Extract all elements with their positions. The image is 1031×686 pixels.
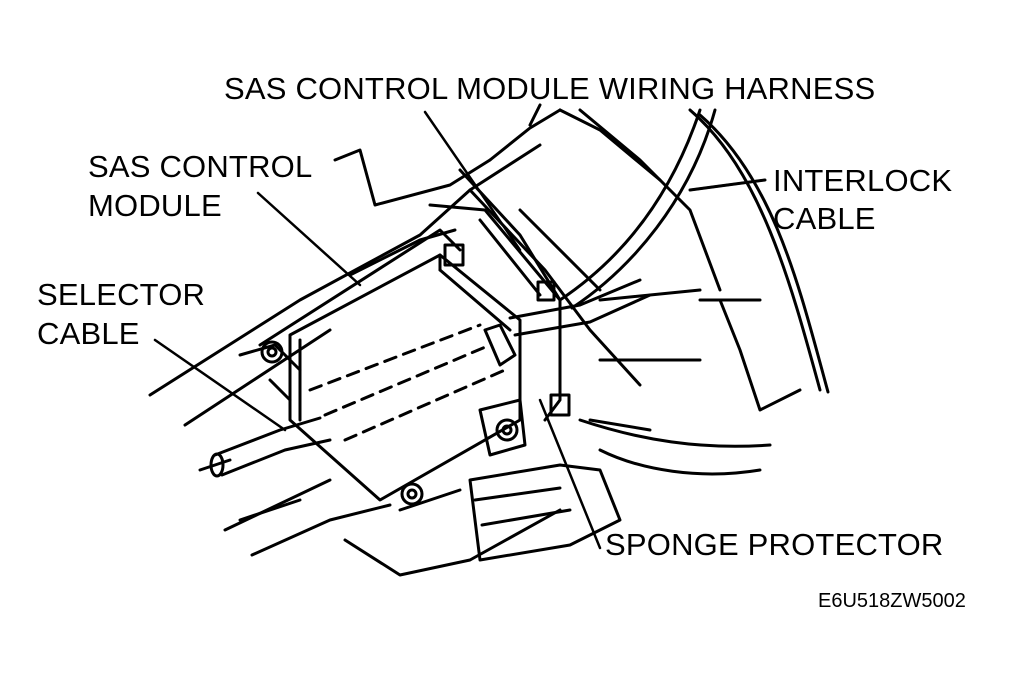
hidden-cable-path: [308, 323, 507, 442]
mounting-bolts: [260, 243, 571, 506]
selector-cable: [209, 278, 652, 532]
console-side-panel: [578, 108, 830, 476]
leader-selector-cable: [153, 338, 287, 432]
label-interlock-cable-line2: CABLE: [773, 201, 876, 236]
interlock-cable: [558, 108, 767, 310]
figure-code: E6U518ZW5002: [818, 590, 966, 612]
label-sas-control-module-line2: MODULE: [88, 188, 222, 223]
label-selector-cable-line1: SELECTOR: [37, 277, 206, 312]
label-wiring-harness: SAS CONTROL MODULE WIRING HARNESS: [224, 71, 876, 106]
leader-lines: [153, 110, 767, 550]
label-sas-control-module-line1: SAS CONTROL: [88, 149, 313, 184]
leader-sponge-protector: [538, 398, 602, 550]
label-selector-cable-line2: CABLE: [37, 316, 140, 351]
sas-control-module: [288, 228, 522, 502]
label-sponge-protector: SPONGE PROTECTOR: [605, 527, 944, 562]
lower-bracket: [398, 418, 652, 562]
leader-sas-module: [256, 191, 362, 287]
leader-interlock-cable: [688, 178, 767, 192]
leader-wiring-harness: [423, 110, 522, 252]
label-interlock-cable-line1: INTERLOCK: [773, 163, 953, 198]
